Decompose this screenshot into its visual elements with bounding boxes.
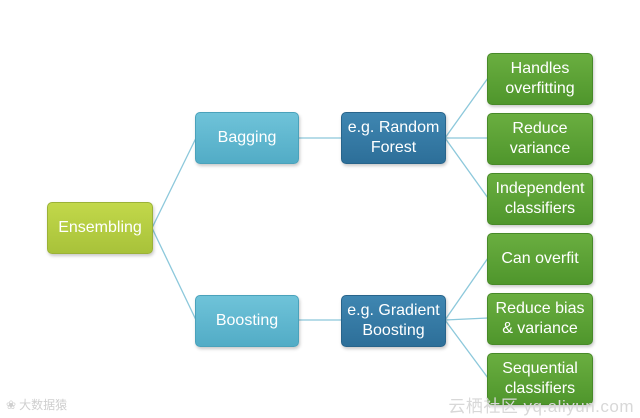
node-reduce-variance: Reduce variance	[487, 113, 593, 165]
node-handles-overfitting: Handles overfitting	[487, 53, 593, 105]
node-sequential-classifiers: Sequential classifiers	[487, 353, 593, 405]
node-reduce-bias-variance: Reduce bias & variance	[487, 293, 593, 345]
connector-gb-reducebias	[444, 317, 489, 321]
connector-gb-sequential	[444, 319, 489, 379]
node-can-overfit: Can overfit	[487, 233, 593, 285]
connector-rf-handles	[444, 77, 489, 139]
node-ensembling: Ensembling	[47, 202, 153, 254]
wechat-logo-icon: ❀	[6, 398, 17, 412]
watermark-left: ❀大数据猿	[6, 396, 67, 413]
node-random-forest: e.g. Random Forest	[341, 112, 446, 164]
node-boosting: Boosting	[195, 295, 299, 347]
watermark-right: 云栖社区 yq.aliyun.com	[448, 397, 634, 416]
connector-root-boosting	[151, 227, 197, 321]
node-gradient-boosting: e.g. Gradient Boosting	[341, 295, 446, 347]
connector-gb-canoverfit	[444, 257, 489, 321]
watermark-left-text: 大数据猿	[19, 398, 68, 412]
node-independent-classifiers: Independent classifiers	[487, 173, 593, 225]
connector-rf-independent	[444, 137, 489, 199]
connector-root-bagging	[151, 137, 197, 229]
node-bagging: Bagging	[195, 112, 299, 164]
